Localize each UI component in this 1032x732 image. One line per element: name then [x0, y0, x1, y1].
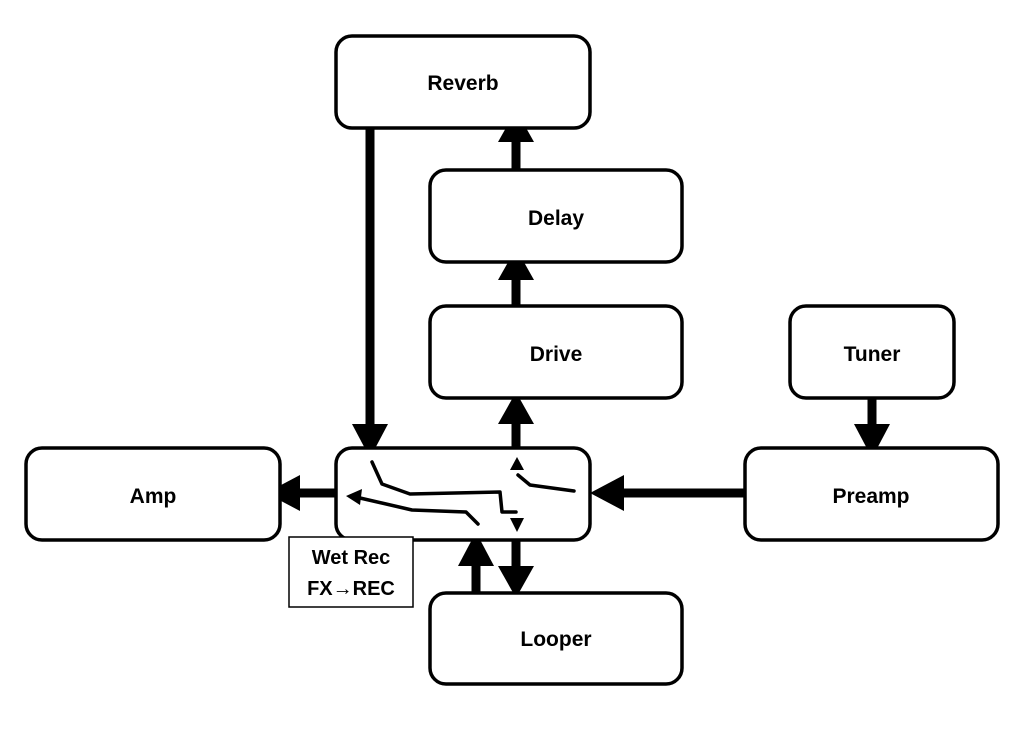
node-preamp: Preamp: [743, 446, 1000, 542]
wet-rec-note-line2: FX→REC: [307, 578, 395, 600]
node-tuner-label: Tuner: [844, 343, 901, 366]
node-drive: Drive: [428, 304, 684, 400]
edge-looper-to-router: [458, 532, 494, 593]
router-internal-paths: [346, 457, 576, 532]
node-delay: Delay: [428, 168, 684, 264]
edge-router-to-amp: [266, 475, 336, 511]
edge-preamp-to-router: [590, 475, 745, 511]
node-drive-label: Drive: [530, 343, 583, 366]
edge-drive-to-delay: [498, 248, 534, 306]
edge-tuner-to-preamp: [854, 398, 890, 458]
node-amp-label: Amp: [130, 485, 177, 508]
wet-rec-note: Wet Rec FX→REC: [288, 536, 414, 608]
node-router: [334, 446, 592, 542]
node-reverb-label: Reverb: [427, 72, 498, 95]
node-tuner: Tuner: [788, 304, 956, 400]
node-amp: Amp: [24, 446, 282, 542]
edge-reverb-to-router: [352, 128, 388, 458]
node-looper-label: Looper: [520, 628, 591, 651]
node-looper: Looper: [428, 591, 684, 686]
node-preamp-label: Preamp: [832, 485, 909, 508]
wet-rec-note-line1: Wet Rec: [312, 547, 391, 569]
node-delay-label: Delay: [528, 207, 584, 230]
node-reverb: Reverb: [334, 34, 592, 130]
edge-router-to-looper: [498, 540, 534, 598]
edge-router-to-drive: [498, 392, 534, 448]
